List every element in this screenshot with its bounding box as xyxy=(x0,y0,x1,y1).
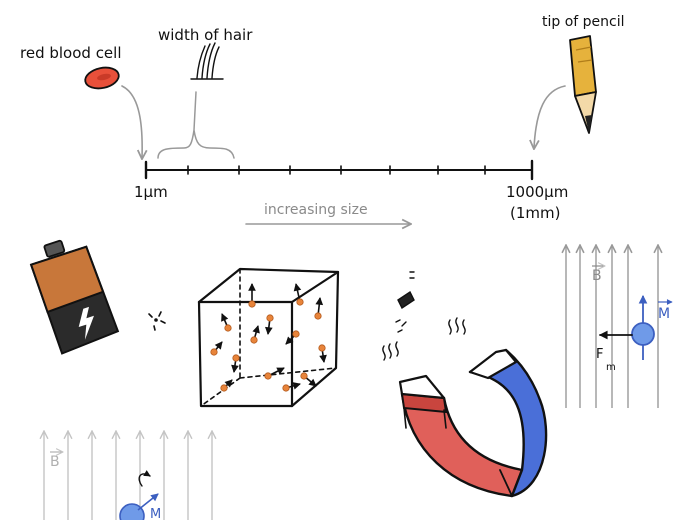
pencil-label: tip of pencil xyxy=(542,14,625,30)
atom-dot xyxy=(292,330,300,338)
force-label: F xyxy=(596,347,603,362)
dipole-particle xyxy=(631,322,655,346)
particle-specks xyxy=(148,311,166,331)
atomic-moments-cube xyxy=(197,267,340,408)
rotation-arrow xyxy=(138,470,151,487)
scale-bar xyxy=(144,159,534,181)
scale-start-label: 1µm xyxy=(134,183,168,201)
dipole-particle-left xyxy=(119,503,145,520)
atom-dot xyxy=(266,314,274,322)
hair-brace xyxy=(157,91,235,159)
atom-dot xyxy=(296,298,304,306)
battery-icon xyxy=(29,239,120,355)
red-blood-cell-icon xyxy=(84,66,120,90)
direction-label: increasing size xyxy=(264,202,368,218)
atom-dot xyxy=(264,372,272,380)
atom-dot xyxy=(220,384,228,392)
atom-dot xyxy=(248,300,256,308)
atom-dot xyxy=(282,384,290,392)
moment-label: M xyxy=(658,306,670,322)
red-blood-cell-label: red blood cell xyxy=(20,44,122,62)
b-field-label-right: B xyxy=(592,268,602,284)
iron-filing-icon xyxy=(397,290,415,310)
atom-dipoles xyxy=(210,283,327,392)
right-field-diagram: B M F m xyxy=(566,246,673,408)
moment-label-left: M xyxy=(150,507,161,520)
pencil-arrow xyxy=(534,85,566,148)
red-blood-cell-arrow xyxy=(121,85,142,158)
atom-dot xyxy=(224,324,232,332)
atom-dot xyxy=(210,348,218,356)
left-field-diagram: B M xyxy=(44,432,212,520)
atom-dot xyxy=(250,336,258,344)
hair-label: width of hair xyxy=(158,26,253,44)
force-subscript: m xyxy=(606,362,616,373)
atom-dot xyxy=(232,354,240,362)
atom-dot xyxy=(300,372,308,380)
b-field-lines-right xyxy=(566,246,658,408)
moment-arrow-left xyxy=(137,493,159,511)
atom-dot xyxy=(318,344,326,352)
atom-dot xyxy=(314,312,322,320)
size-scale: red blood cell width of hair tip of penc… xyxy=(20,14,625,224)
hair-strands-icon xyxy=(190,42,224,80)
horseshoe-magnet-icon xyxy=(398,348,548,498)
magnet-field-squiggles xyxy=(382,271,466,361)
scale-end-sublabel: (1mm) xyxy=(510,204,560,222)
scale-end-label: 1000µm xyxy=(506,183,568,201)
b-field-label-left: B xyxy=(50,454,60,470)
pencil-icon xyxy=(569,35,597,134)
